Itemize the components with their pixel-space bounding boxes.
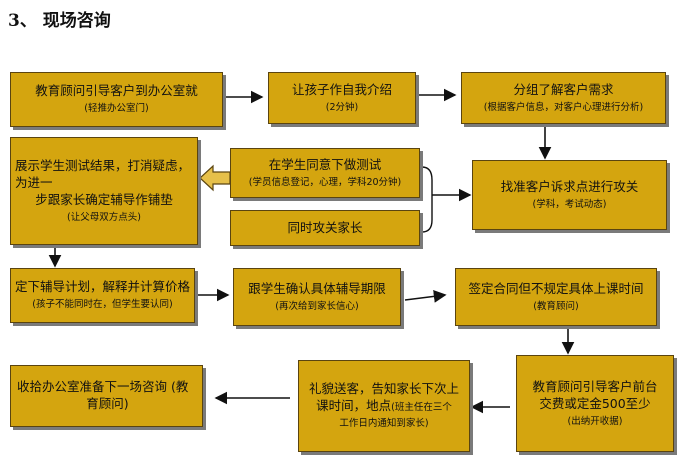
step-guide-to-office: 教育顾问引导客户到办公室就 (轻推办公室门) — [10, 72, 223, 127]
step-sign-contract: 签定合同但不规定具体上课时间 (教育顾问) — [455, 268, 657, 326]
step-note: (让父母双方点头) — [67, 211, 141, 223]
step-see-off-guest: 礼貌送客，告知家长下次上 课时间，地点 (班主任在三个 工作日内通知到家长) — [298, 360, 470, 452]
section-title: 3、 现场咨询 — [8, 11, 111, 31]
step-note: (轻推办公室门) — [84, 103, 149, 115]
step-label-line-1: 礼貌送客，告知家长下次上 — [308, 381, 459, 397]
step-label-line-2: 为进一 — [15, 174, 53, 190]
step-find-appeal-point: 找准客户诉求点进行攻关 (学科，考试动态) — [472, 160, 667, 230]
step-label: 同时攻关家长 — [287, 219, 363, 235]
step-note: (根据客户信息，对客户心理进行分析) — [483, 101, 644, 113]
step-label-line-3: 步跟家长确定辅导作铺垫 — [35, 191, 173, 207]
step-label: 在学生同意下做测试 — [268, 156, 382, 172]
step-label: 找准客户诉求点进行攻关 — [500, 178, 639, 194]
step-payment-front-desk: 教育顾问引导客户前台 交费或定金500至少 (出纳开收据) — [516, 355, 674, 452]
step-label: 教育顾问引导客户到办公室就 — [35, 83, 198, 99]
step-note: (再次给到家长信心) — [275, 300, 359, 312]
step-label-line-2: 育顾问) — [86, 396, 129, 411]
step-label: 跟学生确认具体辅导期限 — [248, 280, 386, 296]
step-label: 签定合同但不规定具体上课时间 — [468, 280, 644, 296]
step-label: 让孩子作自我介绍 — [291, 81, 392, 97]
step-label-line-1: 收拾办公室准备下一场咨询 (教 — [17, 379, 189, 395]
step-note: (出纳开收据) — [567, 415, 623, 427]
brace-test-parents-to-appeal — [421, 166, 433, 233]
step-note: (学员信息登记，心理，学科20分钟) — [248, 176, 402, 188]
step-note: (2分钟) — [325, 101, 359, 113]
step-label: 定下辅导计划，解释并计算价格 — [15, 279, 191, 295]
step-note: (学科，考试动态) — [532, 198, 607, 210]
step-understand-needs: 分组了解客户需求 (根据客户信息，对客户心理进行分析) — [461, 72, 666, 124]
step-self-introduction: 让孩子作自我介绍 (2分钟) — [268, 72, 416, 124]
arrow-period-to-contract — [404, 290, 447, 303]
step-label-line-1: 展示学生测试结果，打消疑虑， — [15, 158, 191, 174]
step-note: (班主任在三个 — [391, 402, 452, 414]
step-confirm-period: 跟学生确认具体辅导期限 (再次给到家长信心) — [233, 268, 401, 326]
step-prepare-next: 收拾办公室准备下一场咨询 (教 育顾问) — [10, 365, 203, 427]
step-note: (教育顾问) — [533, 300, 579, 312]
step-show-test-results: 展示学生测试结果，打消疑虑， 为进一 步跟家长确定辅导作铺垫 (让父母双方点头) — [10, 137, 198, 245]
step-tutoring-plan: 定下辅导计划，解释并计算价格 (孩子不能同时在，但学生要认同) — [10, 268, 195, 323]
step-note: (孩子不能同时在，但学生要认同) — [32, 299, 173, 311]
step-note-cont: 工作日内通知到家长) — [339, 418, 429, 430]
step-label-line-1: 教育顾问引导客户前台 — [532, 378, 658, 394]
step-label-line-2: 课时间，地点 — [316, 398, 392, 414]
step-label-line-2: 交费或定金500至少 — [539, 395, 651, 411]
step-label: 分组了解客户需求 — [513, 81, 614, 97]
step-appeal-to-parents: 同时攻关家长 — [230, 210, 420, 246]
step-test-with-consent: 在学生同意下做测试 (学员信息登记，心理，学科20分钟) — [230, 148, 420, 198]
hollow-arrow-test-to-results — [199, 164, 231, 192]
